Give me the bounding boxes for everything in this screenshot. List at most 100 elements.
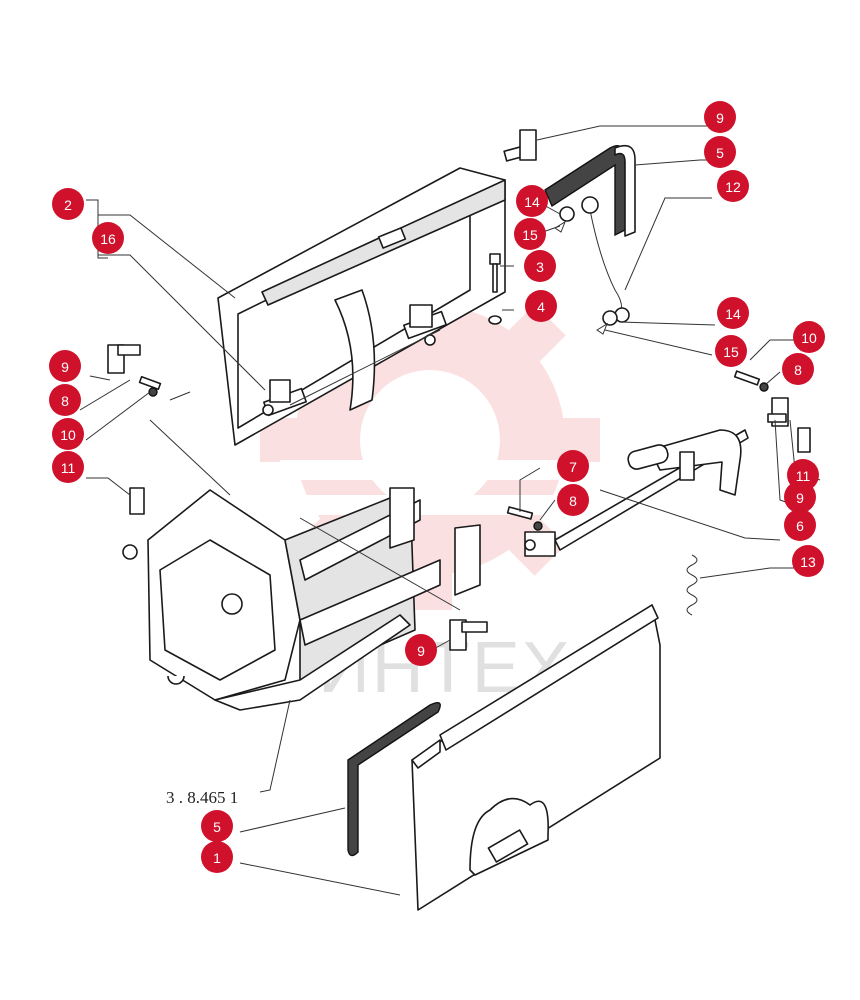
callout-label: 1 <box>213 850 221 866</box>
bumper-bar-top <box>544 144 636 237</box>
callout-label: 6 <box>796 518 804 534</box>
callout-label: 9 <box>417 643 425 659</box>
callout-circle <box>782 353 814 385</box>
callout-13: 13 <box>792 545 824 577</box>
callout-label: 3 <box>536 259 544 275</box>
callout-circle <box>52 188 84 220</box>
bolt-left <box>138 375 162 397</box>
callout-circle <box>557 484 589 516</box>
callout-label: 8 <box>794 362 802 378</box>
callout-label: 10 <box>801 330 817 346</box>
callout-circle <box>792 545 824 577</box>
callout-circle <box>52 451 84 483</box>
callout-circle <box>201 841 233 873</box>
callout-label: 12 <box>725 179 741 195</box>
callout-11: 11 <box>52 451 84 483</box>
lever-assembly <box>524 429 749 557</box>
callout-6: 6 <box>784 509 816 541</box>
callout-15: 15 <box>715 335 747 367</box>
callout-9: 9 <box>784 481 816 513</box>
callout-circle <box>704 101 736 133</box>
clip-group-upper <box>554 206 575 233</box>
bolt-3 <box>489 253 501 293</box>
callout-label: 8 <box>61 393 69 409</box>
callout-label: 2 <box>64 197 72 213</box>
callout-4: 4 <box>525 290 557 322</box>
callout-12: 12 <box>717 170 749 202</box>
callout-5: 5 <box>201 810 233 842</box>
tractor-front-frame <box>122 487 481 711</box>
callout-10: 10 <box>793 321 825 353</box>
callout-label: 11 <box>61 460 76 476</box>
pin-top <box>503 129 537 162</box>
callout-circle <box>524 250 556 282</box>
bolt-7 <box>506 506 534 520</box>
callout-circle <box>557 450 589 482</box>
callout-label: 9 <box>61 359 69 375</box>
callout-circle <box>715 335 747 367</box>
callout-label: 9 <box>716 110 724 126</box>
callout-circle <box>793 321 825 353</box>
bolt-right <box>733 370 769 392</box>
callout-label: 15 <box>522 227 538 243</box>
callout-label: 5 <box>716 145 724 161</box>
callout-1: 1 <box>201 841 233 873</box>
callout-circle <box>516 185 548 217</box>
callout-5: 5 <box>704 136 736 168</box>
callout-9: 9 <box>704 101 736 133</box>
callout-circle <box>525 290 557 322</box>
callout-8: 8 <box>49 384 81 416</box>
clip-group-lower <box>596 310 618 335</box>
callout-label: 7 <box>569 459 577 475</box>
callout-circle <box>405 634 437 666</box>
callout-8: 8 <box>782 353 814 385</box>
spacer-left <box>129 487 145 515</box>
callout-label: 15 <box>723 344 739 360</box>
callout-14: 14 <box>717 297 749 329</box>
pin-left <box>107 344 141 374</box>
callout-circle <box>514 218 546 250</box>
callout-circle <box>784 481 816 513</box>
callout-circle <box>49 384 81 416</box>
callout-label: 8 <box>569 493 577 509</box>
hinge-right <box>403 304 447 346</box>
pin-lower <box>449 619 488 651</box>
callout-label: 14 <box>725 306 741 322</box>
callout-label: 4 <box>537 299 545 315</box>
callout-circle <box>52 418 84 450</box>
callout-8: 8 <box>557 484 589 516</box>
callout-3: 3 <box>524 250 556 282</box>
callout-7: 7 <box>557 450 589 482</box>
callout-label: 5 <box>213 819 221 835</box>
callout-label: 13 <box>800 554 816 570</box>
callout-circle <box>704 136 736 168</box>
callout-9: 9 <box>405 634 437 666</box>
callout-circle <box>49 350 81 382</box>
callout-14: 14 <box>516 185 548 217</box>
callout-circle <box>717 170 749 202</box>
callout-label: 16 <box>100 231 116 247</box>
pin-right <box>767 397 789 427</box>
callout-circle <box>201 810 233 842</box>
callout-16: 16 <box>92 222 124 254</box>
callout-label: 9 <box>796 490 804 506</box>
callout-circle <box>784 509 816 541</box>
nut-8 <box>533 521 543 531</box>
callout-circle <box>717 297 749 329</box>
hinge-left <box>262 379 307 417</box>
bumper-strip-lower <box>347 702 441 857</box>
drawing-reference-number: 3 . 8.465 1 <box>166 788 238 807</box>
callout-10: 10 <box>52 418 84 450</box>
spring-13 <box>686 554 698 616</box>
callout-15: 15 <box>514 218 546 250</box>
washer-4 <box>488 315 502 325</box>
callout-label: 10 <box>60 427 76 443</box>
ballast-weight-plate <box>411 604 661 911</box>
callout-9: 9 <box>49 350 81 382</box>
spacer-right <box>797 427 811 453</box>
callout-label: 14 <box>524 194 540 210</box>
callout-2: 2 <box>52 188 84 220</box>
callout-circle <box>92 222 124 254</box>
